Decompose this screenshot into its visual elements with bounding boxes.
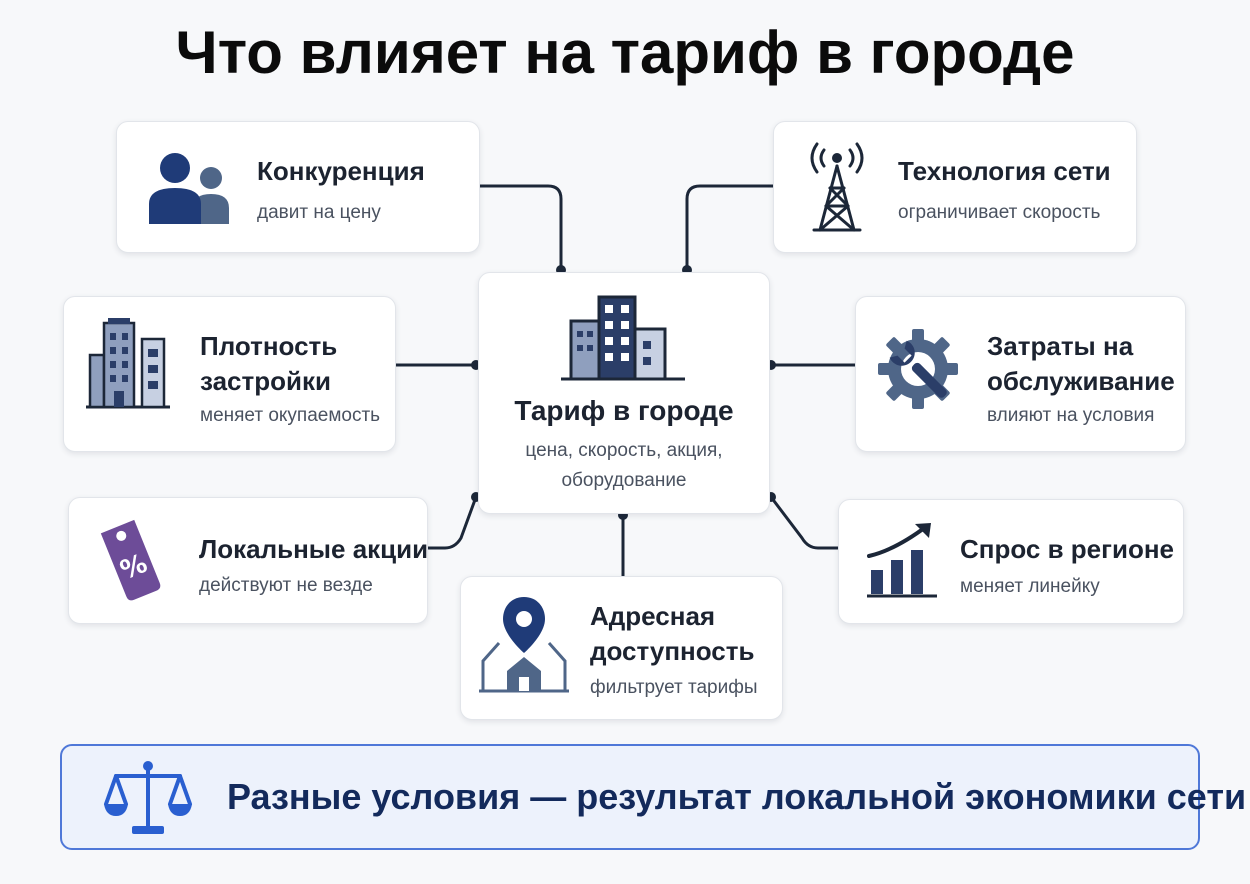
tower-icon (810, 142, 864, 232)
factor-sub: меняет окупаемость (200, 405, 381, 426)
factor-label-line2: застройки (200, 366, 331, 396)
growth-chart-icon (867, 523, 937, 598)
center-subtitle-line1: цена, скорость, акция, (525, 440, 723, 461)
page-title: Что влияет на тариф в городе (175, 19, 1075, 86)
gear-wrench-icon (878, 329, 958, 409)
connector-competition (480, 184, 563, 270)
conclusion-banner: Разные условия — результат локальной эко… (60, 744, 1246, 850)
center-title: Тариф в городе (514, 395, 734, 426)
connector-local-promo (428, 496, 478, 550)
factor-label-line2: обслуживание (987, 366, 1175, 396)
factor-sub: меняет линейку (960, 576, 1100, 597)
conclusion-text: Разные условия — результат локальной эко… (227, 776, 1247, 817)
factor-sub: давит на цену (257, 202, 381, 223)
factor-label-line1: Адресная (590, 601, 716, 631)
factor-card-network-tech: Технология сети ограничивает скорость (773, 121, 1137, 253)
location-home-icon (479, 597, 569, 693)
factor-label: Технология сети (898, 156, 1111, 186)
factor-card-competition: Конкуренция давит на цену (116, 121, 480, 253)
factor-label-line1: Затраты на (987, 331, 1134, 361)
center-subtitle-line2: оборудование (561, 470, 687, 491)
factor-label: Конкуренция (257, 156, 425, 186)
connector-demand (769, 496, 838, 550)
people-icon (149, 153, 229, 224)
factor-card-local-promo: % Локальные акции действуют не везде (68, 497, 428, 624)
city-buildings-icon (86, 318, 170, 409)
factor-sub: влияют на условия (987, 405, 1155, 426)
factor-label-line1: Плотность (200, 331, 338, 361)
factor-card-maintenance: Затраты на обслуживание влияют на услови… (855, 296, 1186, 452)
factor-sub: действуют не везде (199, 575, 373, 596)
factor-label-line2: доступность (590, 636, 755, 666)
factor-sub: ограничивает скорость (898, 202, 1101, 223)
factor-card-address: Адресная доступность фильтрует тарифы (460, 576, 783, 720)
center-card: Тариф в городе цена, скорость, акция, об… (478, 272, 770, 514)
scales-icon (104, 761, 192, 834)
connector-network-tech (685, 184, 773, 270)
factor-sub: фильтрует тарифы (590, 677, 758, 698)
factor-label: Локальные акции (199, 534, 429, 564)
discount-tag-icon: % (100, 519, 161, 601)
factor-label: Спрос в регионе (960, 534, 1174, 564)
buildings-icon (561, 295, 685, 381)
factor-card-density: Плотность застройки меняет окупаемость (63, 296, 396, 452)
factor-card-demand: Спрос в регионе меняет линейку (838, 499, 1184, 624)
